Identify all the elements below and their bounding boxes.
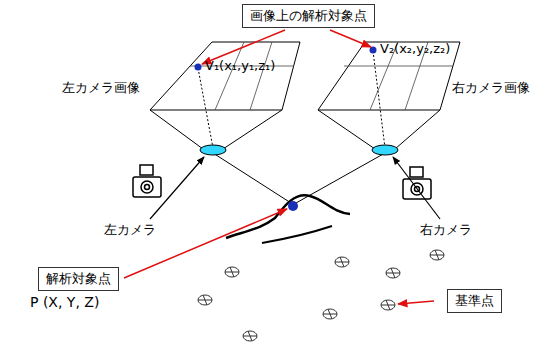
- callout-text: 解析対象点: [46, 270, 111, 288]
- label: 左カメラ画像: [62, 80, 140, 96]
- callout-box: 解析対象点: [38, 267, 119, 291]
- callout-box: 画像上の解析対象点: [242, 4, 375, 28]
- label: P (X, Y, Z): [30, 294, 99, 311]
- ray: [395, 110, 440, 149]
- label: V₂(x₂,y₂,z₂): [380, 41, 450, 57]
- callout-text: 基準点: [455, 292, 494, 310]
- camera-pointer: [150, 157, 204, 219]
- label: 左カメラ: [104, 222, 156, 238]
- sight-line: [198, 68, 213, 148]
- left-image-plane: [150, 42, 300, 110]
- label: 右カメラ画像: [452, 80, 530, 96]
- label: V₁(x₁,y₁,z₁): [205, 58, 275, 74]
- label-text: 左カメラ: [104, 222, 156, 237]
- label-text: 左カメラ画像: [62, 80, 140, 95]
- camera-icon: [403, 167, 431, 199]
- label: 右カメラ: [420, 222, 472, 238]
- sight-line: [373, 51, 385, 148]
- target-point: [288, 201, 298, 211]
- ray: [150, 110, 203, 149]
- right-image-plane: [318, 42, 460, 110]
- callout-box: 基準点: [447, 289, 502, 313]
- reference-point-symbols: [198, 250, 444, 341]
- lens: [372, 145, 398, 155]
- label-text: V₂(x₂,y₂,z₂): [380, 41, 450, 56]
- image-point: [195, 64, 202, 71]
- label-text: 右カメラ: [420, 222, 472, 237]
- terrain: [226, 195, 350, 238]
- ray: [223, 110, 282, 149]
- camera-icon: [133, 165, 161, 197]
- lens: [200, 145, 226, 155]
- camera-pointer: [393, 157, 440, 219]
- label-text: V₁(x₁,y₁,z₁): [205, 58, 275, 73]
- label-text: P (X, Y, Z): [30, 294, 99, 310]
- sight-line: [213, 153, 291, 203]
- label-text: 右カメラ画像: [452, 80, 530, 95]
- leader-arrows: [124, 30, 434, 304]
- ray: [318, 110, 375, 149]
- terrain: [262, 226, 332, 243]
- callout-text: 画像上の解析対象点: [250, 7, 367, 25]
